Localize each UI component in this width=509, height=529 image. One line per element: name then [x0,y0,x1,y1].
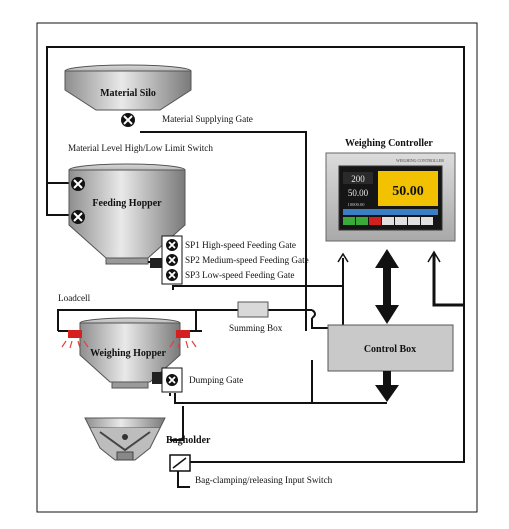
feeding-hopper: Feeding Hopper [68,163,186,265]
dumping-gate-actuator [152,372,162,384]
loadcell-wire-right [195,310,202,332]
bagholder [84,417,166,461]
feeding-gate-wire [172,265,344,290]
controller-header: WEIGHING CONTROLLER [396,158,444,163]
feeding-gate-actuator [150,258,162,268]
summing-box-label: Summing Box [229,323,283,333]
bagholder-wire [170,406,184,441]
material-silo-label: Material Silo [100,88,156,99]
loadcell-wire-left [57,309,238,331]
bag-switch-icon [169,454,191,472]
dumping-gate-wire [174,360,313,404]
control-box-down-arrow [375,371,399,402]
loadcell-label: Loadcell [58,293,91,303]
outer-frame [36,22,478,513]
control-box [327,324,454,372]
sp1-label: SP1 High-speed Feeding Gate [185,240,296,250]
signal-arrows [337,250,441,263]
supplying-gate-wire [140,131,307,331]
level-high-switch-icon [71,177,85,191]
loadcell-right [169,330,197,349]
bag-switch-wire [189,305,465,463]
level-low-switch-icon [71,210,85,224]
sp2-label: SP2 Medium-speed Feeding Gate [185,255,309,265]
weighing-hopper-label: Weighing Hopper [90,348,166,359]
dumping-gate-icon [166,374,178,386]
summing-box [237,301,269,318]
weighing-hopper: Weighing Hopper [79,317,181,389]
wire-crossover [311,309,316,319]
material-silo: Material Silo [64,64,192,111]
dumping-gate-label: Dumping Gate [189,375,243,385]
controller-right-wire [432,253,464,307]
sp1-gate-icon [166,239,178,251]
controller-softkeys [343,217,433,225]
loadcell-left [61,330,89,349]
sp2-gate-icon [166,254,178,266]
level-switch-label: Material Level High/Low Limit Switch [68,143,213,153]
weighing-controller-label: Weighing Controller [345,138,433,149]
wiring [46,46,465,488]
controller-main-reading: 50.00 [392,184,424,199]
control-box-label: Control Box [364,344,416,355]
level-switch-wire-2 [46,183,72,216]
level-switch-wire [46,46,465,305]
sp3-label: SP3 Low-speed Feeding Gate [185,270,294,280]
controller-control-double-arrow [375,249,399,324]
supplying-gate-label: Material Supplying Gate [162,114,253,124]
controller-setpoint: 200 [351,174,365,184]
controller-total: 10000.00 [348,202,366,207]
controller-sub-value: 50.00 [348,188,369,198]
sp3-gate-icon [166,269,178,281]
bag-switch-stub [177,470,190,488]
feeding-hopper-label: Feeding Hopper [92,198,162,209]
bag-switch-label: Bag-clamping/releasing Input Switch [195,475,333,485]
weighing-controller: WEIGHING CONTROLLER 200 50.00 10000.00 5… [325,152,456,242]
supplying-gate-icon [121,113,135,127]
bagholder-label: Bagholder [166,435,211,446]
